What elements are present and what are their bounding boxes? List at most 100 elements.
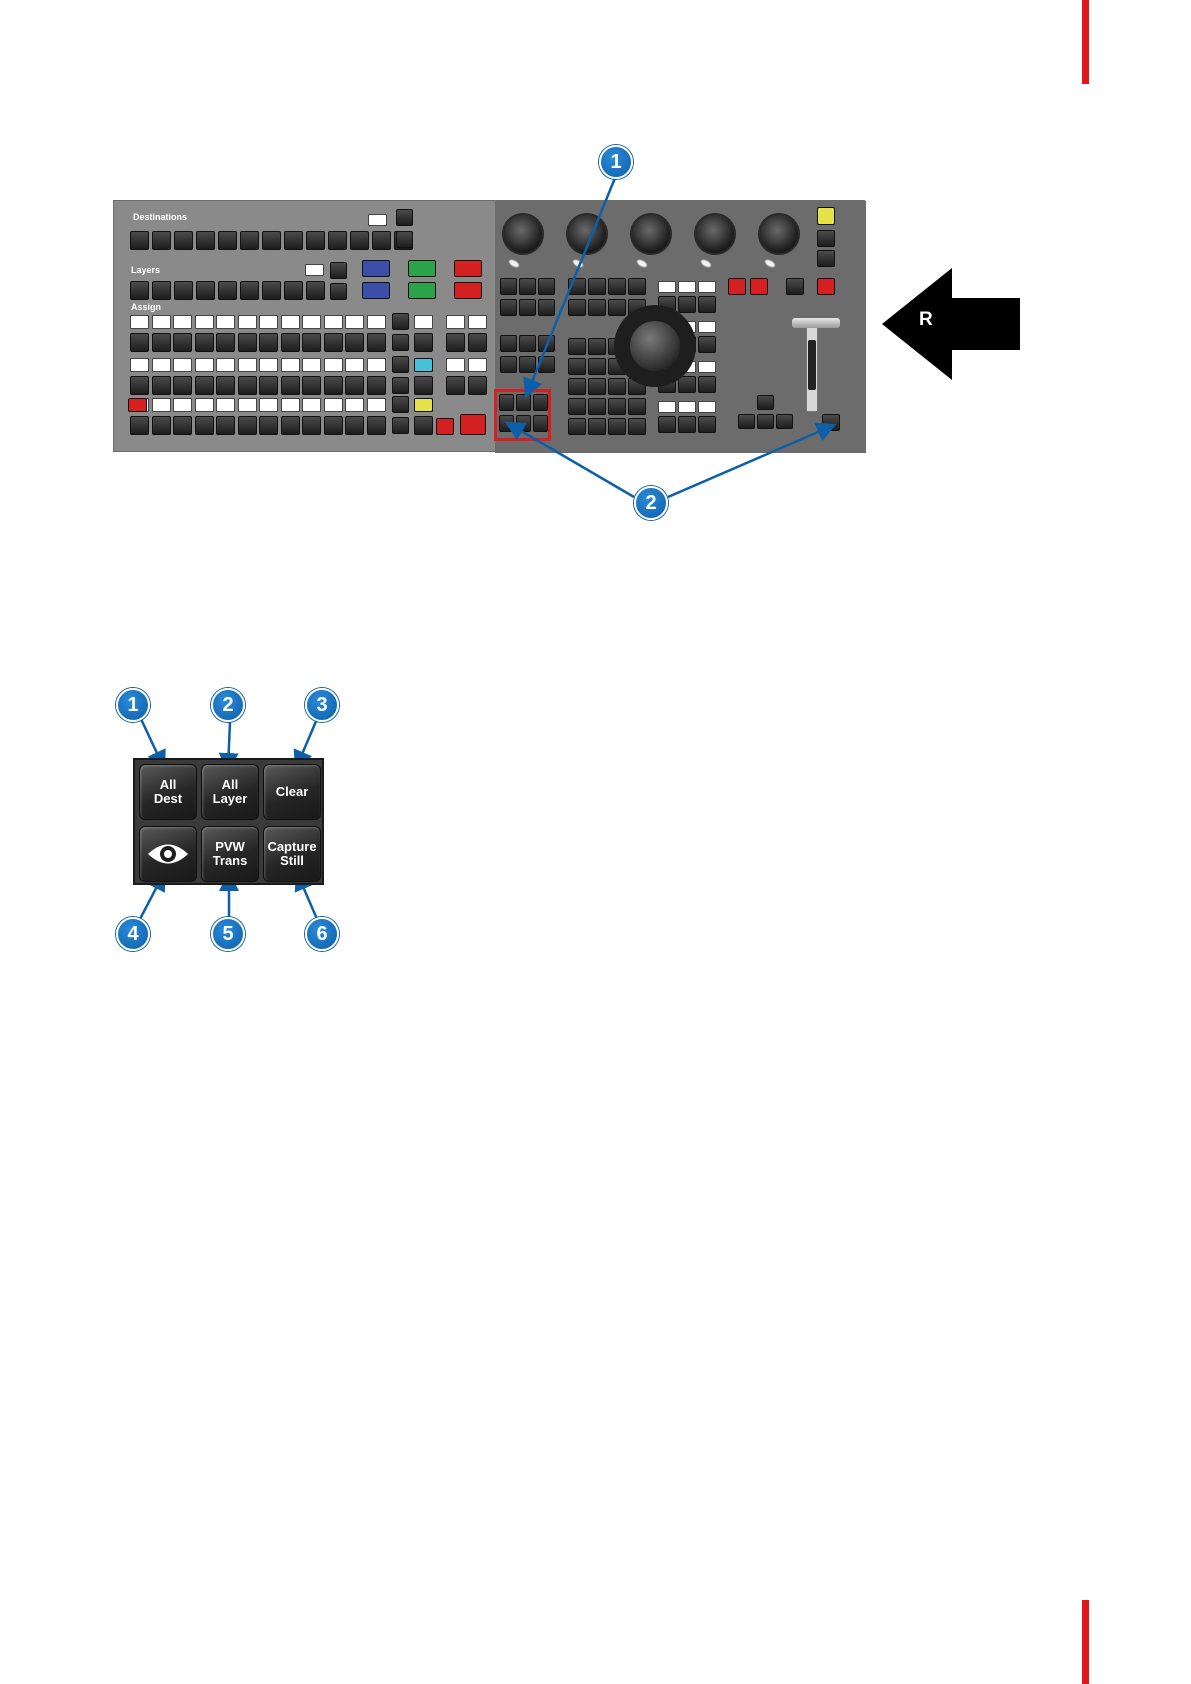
console-label-key	[678, 401, 696, 413]
console-label-key	[238, 398, 257, 412]
console-label-key	[152, 315, 171, 329]
console-key	[345, 333, 364, 352]
console-key	[392, 377, 409, 394]
console-key	[367, 333, 386, 352]
console-key	[500, 335, 517, 352]
all-dest-button[interactable]: All Dest	[139, 764, 197, 820]
all-layer-button[interactable]: All Layer	[201, 764, 259, 820]
console-key	[196, 281, 215, 300]
console-key	[608, 398, 626, 415]
clear-button[interactable]: Clear	[263, 764, 321, 820]
callout-5: 5	[211, 917, 245, 951]
callout-2: 2	[211, 688, 245, 722]
console-key	[281, 333, 300, 352]
console-color-key	[128, 398, 147, 412]
console-key	[281, 376, 300, 395]
console-key	[130, 231, 149, 250]
side-arrow-label: R	[919, 309, 933, 331]
capture-still-button[interactable]: Capture Still	[263, 826, 321, 882]
console-label-key	[173, 398, 192, 412]
console-knob	[502, 213, 544, 255]
callout-3: 3	[305, 688, 339, 722]
console-key	[519, 299, 536, 316]
console-label-key	[130, 315, 149, 329]
console-key	[500, 299, 517, 316]
console-key	[367, 416, 386, 435]
console-key	[698, 376, 716, 393]
console-label-key	[658, 401, 676, 413]
console-key	[446, 333, 465, 352]
console-label-key	[698, 281, 716, 293]
console-key	[658, 416, 676, 433]
console-knob	[630, 213, 672, 255]
console-key	[538, 356, 555, 373]
console-key	[678, 416, 696, 433]
console-label-key	[195, 398, 214, 412]
console-key	[284, 231, 303, 250]
console-color-key	[436, 418, 454, 435]
console-key	[538, 299, 555, 316]
console-key	[173, 416, 192, 435]
console-key	[330, 262, 347, 279]
console-key	[195, 376, 214, 395]
console-key	[240, 281, 259, 300]
console-key	[776, 414, 793, 429]
console-key	[568, 378, 586, 395]
console-color-key	[414, 358, 433, 372]
console-key	[500, 356, 517, 373]
section-label-layers: Layers	[131, 265, 160, 275]
pvw-trans-button[interactable]: PVW Trans	[201, 826, 259, 882]
console-key	[152, 416, 171, 435]
console-key	[130, 376, 149, 395]
tbar-head	[792, 318, 840, 328]
console-label-key	[446, 358, 465, 372]
console-key	[130, 281, 149, 300]
callout-1: 1	[116, 688, 150, 722]
console-key	[218, 231, 237, 250]
console-label-key	[152, 358, 171, 372]
console-key	[588, 418, 606, 435]
console-key	[698, 416, 716, 433]
console-label-key	[468, 358, 487, 372]
console-key	[568, 299, 586, 316]
console-key	[588, 299, 606, 316]
console-key	[216, 333, 235, 352]
console-key	[568, 338, 586, 355]
console-key	[130, 416, 149, 435]
console-label-key	[678, 281, 696, 293]
console-color-key	[362, 282, 390, 299]
console-label-key	[173, 358, 192, 372]
tbar-handle	[808, 340, 816, 390]
console-key	[302, 333, 321, 352]
console-key	[588, 358, 606, 375]
callout-1: 1	[599, 145, 633, 179]
page-marker-top	[1082, 0, 1089, 84]
preview-eye-button[interactable]	[139, 826, 197, 882]
console-key	[152, 281, 171, 300]
console-key	[446, 376, 465, 395]
console-key	[500, 278, 517, 295]
console-color-key	[408, 260, 436, 277]
side-arrow-icon	[882, 268, 1020, 380]
section-label-assign: Assign	[131, 302, 161, 312]
console-key	[367, 376, 386, 395]
console-label-key	[367, 315, 386, 329]
console-key	[414, 333, 433, 352]
console-label-key	[468, 315, 487, 329]
console-color-key	[817, 207, 835, 225]
console-key	[519, 335, 536, 352]
console-key	[588, 398, 606, 415]
console-key	[174, 281, 193, 300]
console-key	[698, 296, 716, 313]
console-key	[392, 313, 409, 330]
console-label-key	[152, 398, 171, 412]
console-label-key	[345, 358, 364, 372]
clear-label: Clear	[276, 785, 309, 799]
console-label-key	[305, 264, 324, 276]
console-label-key	[446, 315, 465, 329]
console-key	[345, 416, 364, 435]
console-label-key	[130, 358, 149, 372]
trackball	[630, 321, 680, 371]
console-color-key	[454, 260, 482, 277]
console-label-key	[324, 315, 343, 329]
